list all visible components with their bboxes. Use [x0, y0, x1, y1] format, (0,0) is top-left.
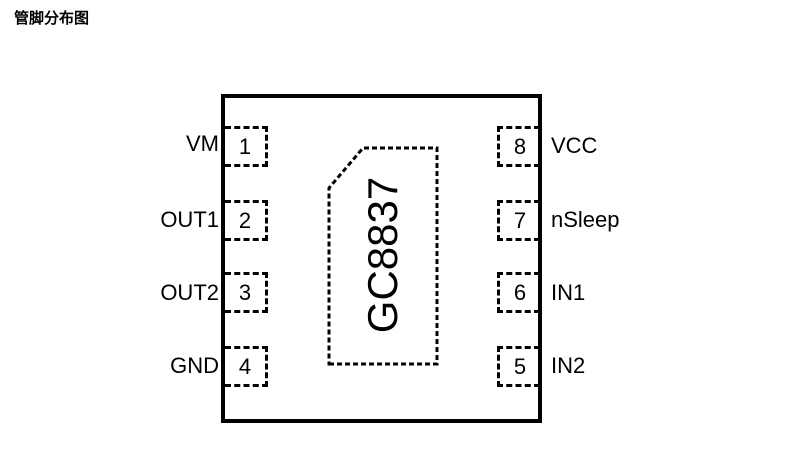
pin-name-gnd: GND — [170, 353, 219, 378]
pin-number-1: 1 — [238, 133, 252, 159]
pin-pad-7: 7 — [497, 200, 540, 241]
pin-name-in2: IN2 — [551, 353, 586, 378]
die-outline-shape — [327, 146, 439, 366]
pin-number-8: 8 — [513, 133, 527, 159]
page-title: 管脚分布图 — [14, 9, 90, 27]
pin-pad-3: 3 — [225, 272, 268, 313]
pin-number-6: 6 — [513, 279, 527, 305]
pin-pad-5: 5 — [497, 346, 540, 387]
pin-pad-4: 4 — [225, 346, 268, 387]
pin-name-vcc: VCC — [551, 133, 598, 158]
pin-name-out2: OUT2 — [160, 280, 219, 305]
pin-number-4: 4 — [238, 353, 252, 379]
chip-package-outline — [221, 94, 542, 423]
pin-number-5: 5 — [513, 353, 527, 379]
pin-number-3: 3 — [238, 279, 252, 305]
pin-number-2: 2 — [238, 207, 252, 233]
pin-name-out1: OUT1 — [160, 207, 219, 232]
pin-pad-2: 2 — [225, 200, 268, 241]
pin-pad-6: 6 — [497, 272, 540, 313]
pin-pad-8: 8 — [497, 126, 540, 167]
pin-pad-1: 1 — [225, 126, 268, 167]
pin-name-in1: IN1 — [551, 280, 586, 305]
pin-name-nsleep: nSleep — [551, 207, 620, 232]
pin-number-7: 7 — [513, 207, 527, 233]
part-number: GC8837 — [359, 176, 406, 334]
pin-name-vm: VM — [186, 131, 219, 156]
